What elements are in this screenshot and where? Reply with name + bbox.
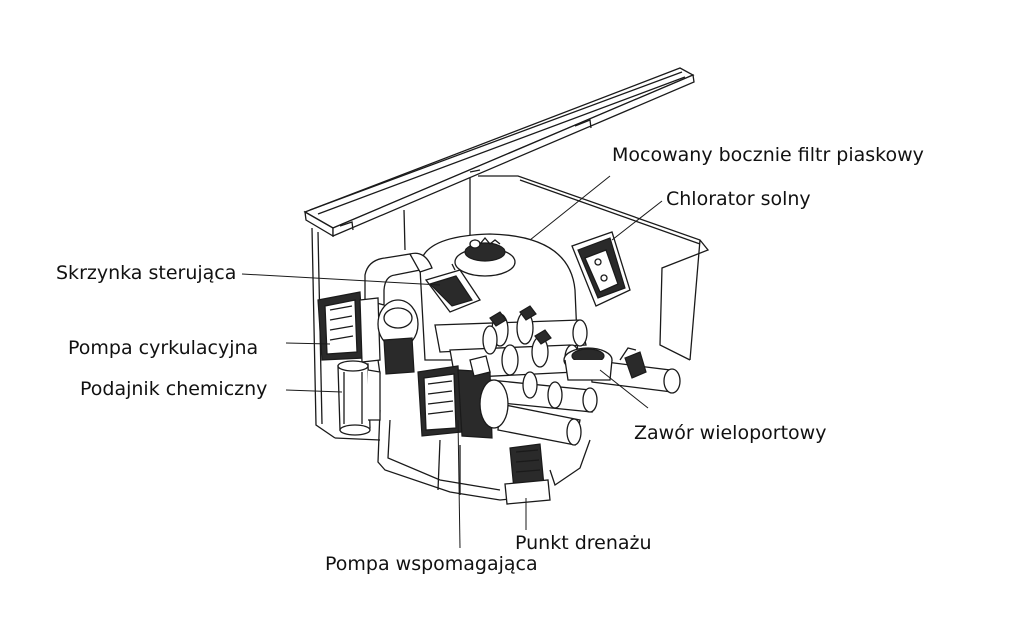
chemical-feeder-unit — [337, 360, 381, 436]
leader-booster-pump — [457, 419, 461, 549]
open-lid — [303, 67, 695, 238]
leader-lines — [241, 175, 663, 549]
label-chemical-feeder: Podajnik chemiczny — [80, 378, 268, 400]
label-sand-filter: Mocowany bocznie filtr piaskowy — [612, 144, 924, 166]
leader-multiport-valve — [599, 369, 649, 409]
pipework — [364, 252, 681, 446]
label-booster-pump: Pompa wspomagająca — [325, 553, 538, 575]
salt-chlorinator-unit — [571, 231, 631, 307]
circulation-pump-unit — [317, 291, 419, 375]
drain-point-unit — [504, 443, 551, 505]
housing-box — [311, 175, 710, 501]
booster-pump-unit — [417, 355, 509, 439]
leader-chlorinator — [611, 200, 663, 241]
leader-control-box — [241, 273, 441, 286]
leader-sand-filter — [529, 175, 611, 241]
label-drain-point: Punkt drenażu — [515, 532, 652, 554]
label-multiport-valve: Zawór wieloportowy — [634, 422, 827, 444]
leader-circulation-pump — [285, 342, 331, 345]
label-control-box: Skrzynka sterująca — [56, 262, 237, 284]
label-circulation-pump: Pompa cyrkulacyjna — [68, 337, 259, 359]
control-box-unit — [424, 263, 481, 313]
label-salt-chlorinator: Chlorator solny — [666, 188, 811, 210]
leader-chemical-feeder — [285, 389, 343, 393]
multiport-valve-unit — [563, 347, 613, 381]
